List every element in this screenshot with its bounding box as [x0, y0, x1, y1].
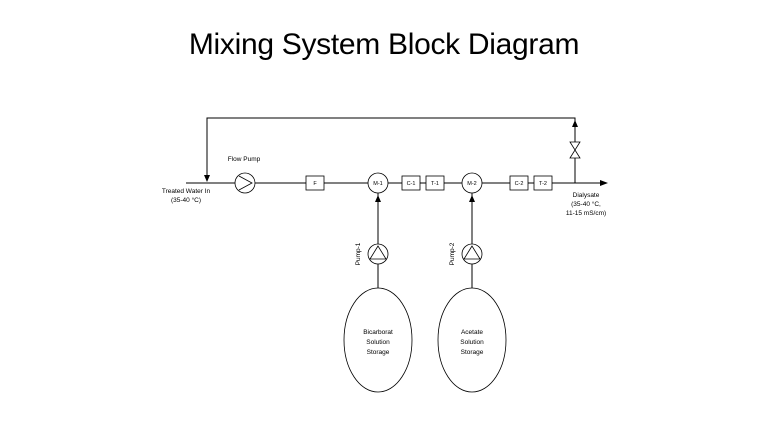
acetate-tank-label-1: Acetate [461, 329, 483, 336]
c1-block [401, 175, 421, 191]
t2-label: T-2 [539, 181, 547, 187]
acetate-storage-tank [437, 287, 507, 393]
inlet-temperature-label: (35-40 °C) [171, 196, 201, 204]
mixer-2-label: M-2 [467, 181, 476, 187]
recirculation-line [206, 117, 576, 183]
acetate-tank-label-3: Storage [461, 349, 484, 356]
outlet-conductivity-label: 11-15 mS/cm) [566, 210, 606, 217]
bicarbonate-tank-label-3: Storage [367, 349, 390, 356]
flow-pump-icon [234, 172, 256, 194]
outlet-label: Dialysate [573, 192, 600, 199]
t2-block [533, 175, 553, 191]
acetate-tank-label-2: Solution [460, 339, 484, 346]
recirculation-arrow [204, 175, 210, 182]
filter-block [305, 175, 325, 191]
pump-2-flow-arrow [469, 195, 475, 202]
t1-label: T-1 [431, 181, 439, 187]
t1-block [425, 175, 445, 191]
c2-label: C-2 [515, 181, 524, 187]
bicarbonate-tank-label-2: Solution [366, 339, 390, 346]
return-arrow [572, 120, 578, 127]
page-title: Mixing System Block Diagram [188, 28, 580, 61]
pump-1-flow-arrow [375, 195, 381, 202]
filter-label: F [313, 181, 317, 187]
pump-2-label: Pump-2 [449, 242, 456, 265]
bicarbonate-tank-label-1: Bicarborat [363, 329, 393, 336]
outlet-arrow [600, 180, 608, 186]
mixer-1-label: M-1 [373, 181, 382, 187]
c1-label: C-1 [407, 181, 416, 187]
bicarbonate-storage-tank [343, 287, 413, 393]
pump-1-icon [367, 243, 389, 265]
outlet-temperature-label: (35-40 °C, [571, 200, 601, 208]
inlet-label: Treated Water In [162, 188, 211, 195]
pump-1-label: Pump-1 [355, 242, 362, 265]
flow-pump-label: Flow Pump [228, 156, 261, 163]
valve-icon [569, 141, 581, 159]
c2-block [509, 175, 529, 191]
pump-2-icon [461, 243, 483, 265]
